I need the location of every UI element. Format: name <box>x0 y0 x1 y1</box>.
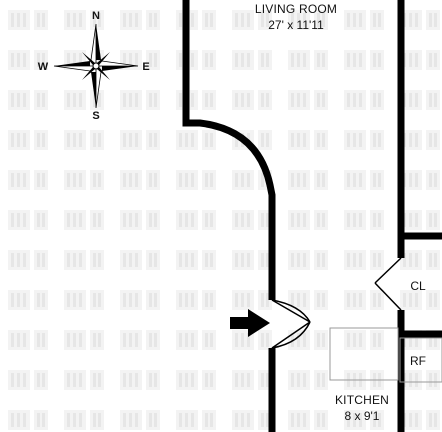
compass-east-label: E <box>142 61 149 73</box>
compass-rose-icon <box>53 23 139 109</box>
refrigerator-label: RF <box>410 354 426 368</box>
left-wall <box>182 0 276 300</box>
kitchen-counter <box>329 327 399 381</box>
refrigerator-box <box>399 337 442 383</box>
closet-door <box>374 257 402 311</box>
entry-door <box>271 299 311 349</box>
walls <box>182 0 442 432</box>
compass-west-label: W <box>38 61 49 73</box>
compass-south-label: S <box>92 110 99 122</box>
living-room-name: LIVING ROOM <box>255 2 337 16</box>
closet-label: CL <box>410 279 426 293</box>
kitchen-name: KITCHEN <box>335 393 389 407</box>
living-room-dimensions: 27' x 11'11 <box>268 18 324 32</box>
kitchen-dimensions: 8 x 9'1 <box>345 409 380 423</box>
entry-arrow-icon <box>230 309 270 337</box>
kitchen-fixtures <box>329 327 442 383</box>
compass-north-label: N <box>92 10 100 22</box>
